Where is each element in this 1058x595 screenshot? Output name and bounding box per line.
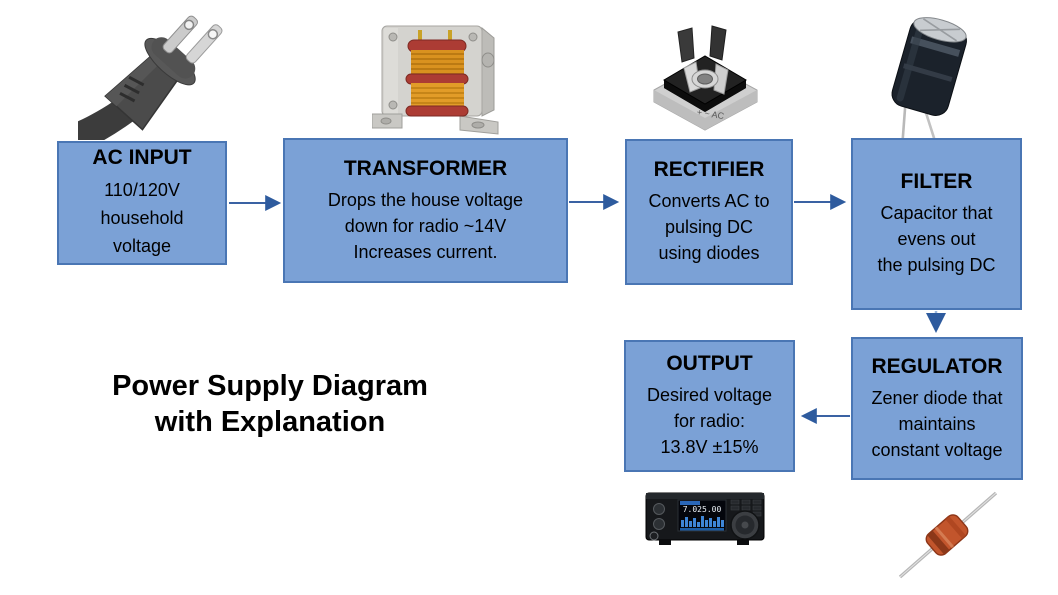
box-title-regulator: REGULATOR [871, 354, 1003, 378]
box-title-transformer: TRANSFORMER [343, 156, 508, 180]
flow-box-rectifier: RECTIFIER Converts AC to pulsing DC usin… [625, 139, 793, 285]
box-text-line: Drops the house voltage [327, 189, 524, 210]
box-text-line: Increases current. [353, 241, 498, 262]
box-text-line: evens out [897, 229, 976, 249]
box-text-line: Zener diode that [871, 387, 1003, 408]
box-text-line: Capacitor that [880, 203, 993, 223]
box-text-line: the pulsing DC [877, 255, 996, 275]
box-text-line: voltage [112, 236, 172, 256]
box-title-ac-input: AC INPUT [92, 146, 192, 169]
flow-box-ac-input: AC INPUT 110/120V household voltage [57, 141, 227, 265]
flow-box-transformer: TRANSFORMER Drops the house voltage down… [283, 138, 568, 283]
box-title-output: OUTPUT [666, 352, 753, 375]
flow-box-filter: FILTER Capacitor that evens out the puls… [851, 138, 1022, 310]
diagram-title-line1: Power Supply Diagram [112, 370, 428, 402]
zener-diode-image [898, 491, 998, 579]
radio-frequency-display: 7.025.00 [683, 505, 722, 514]
box-text-line: Desired voltage [646, 385, 773, 405]
box-text-line: 13.8V ±15% [660, 437, 759, 457]
box-title-filter: FILTER [900, 170, 973, 193]
ac-plug-image [78, 15, 223, 140]
box-text-line: 110/120V [104, 180, 180, 200]
box-text-line: for radio: [673, 411, 746, 431]
box-text-line: household [100, 208, 184, 228]
capacitor-image [891, 17, 967, 138]
radio-image: 7.025.00 [645, 492, 765, 545]
box-text-line: maintains [898, 413, 976, 434]
box-text-line: down for radio ~14V [344, 215, 507, 236]
box-text-line: Converts AC to [648, 191, 770, 211]
transformer-image [372, 25, 499, 135]
diagram-title: Power Supply Diagram with Explanation [60, 368, 480, 440]
box-text-line: constant voltage [871, 439, 1003, 460]
diagram-title-line2: with Explanation [154, 406, 386, 438]
rectifier-marking-label: + ~ AC [696, 107, 725, 121]
flow-box-regulator: REGULATOR Zener diode that maintains con… [851, 337, 1023, 480]
box-title-rectifier: RECTIFIER [653, 158, 765, 181]
rectifier-image: + ~ AC [653, 25, 758, 131]
flow-box-output: OUTPUT Desired voltage for radio: 13.8V … [624, 340, 795, 472]
box-text-line: pulsing DC [664, 217, 754, 237]
box-text-line: using diodes [658, 243, 760, 263]
